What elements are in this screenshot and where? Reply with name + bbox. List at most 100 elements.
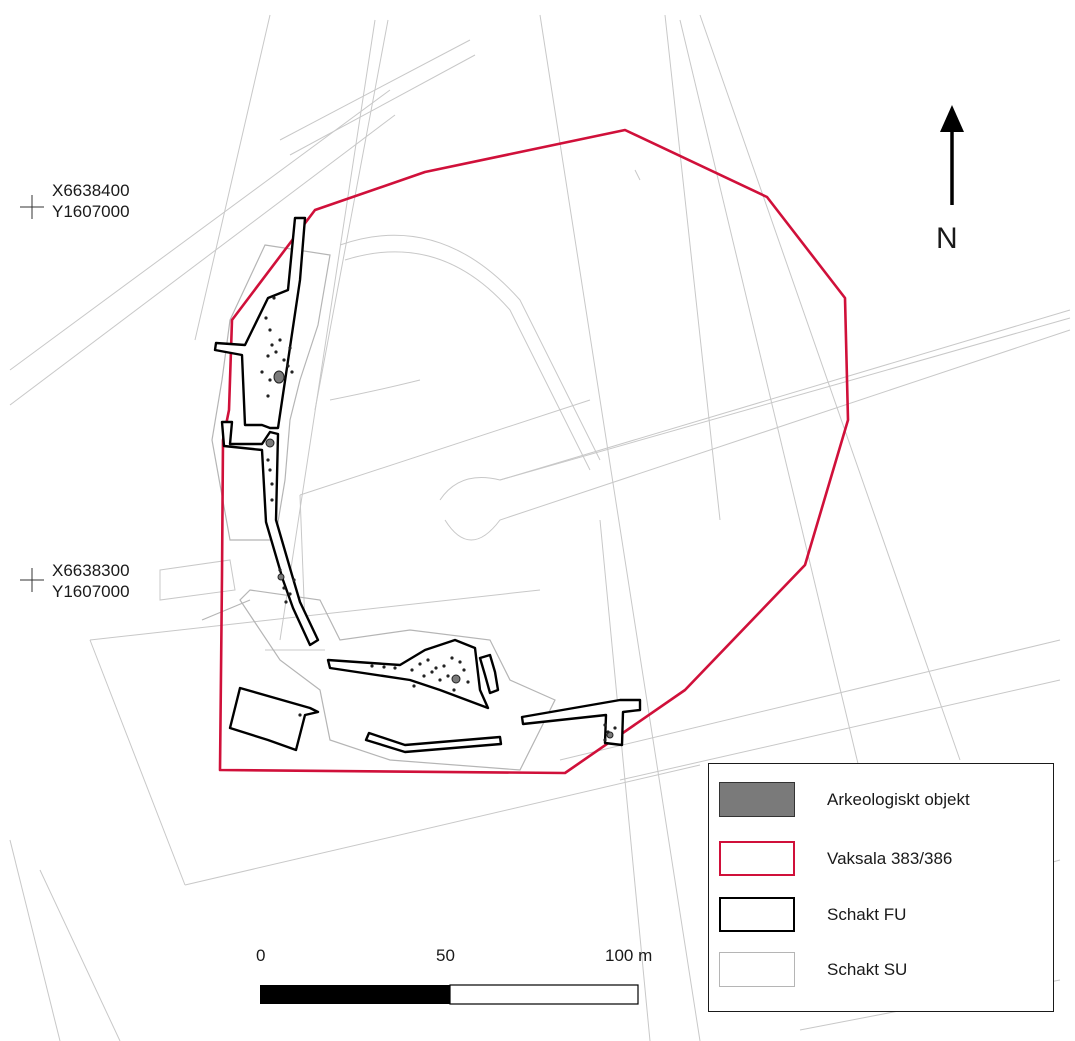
object-dot: [410, 668, 414, 672]
road-line: [289, 54, 476, 156]
road-line: [89, 589, 541, 641]
road-line: [339, 234, 601, 461]
object-dot: [382, 665, 386, 669]
coord-label-north: X6638400 Y1607000: [52, 180, 130, 222]
object-dot: [282, 358, 286, 362]
object-dot: [606, 730, 610, 734]
legend-swatch-boundary: [719, 841, 795, 876]
object-dot: [268, 378, 272, 382]
legend-label: Arkeologiskt objekt: [827, 790, 970, 809]
object-dot: [278, 568, 282, 572]
vaksala-boundary: [218, 128, 850, 775]
object-dot: [438, 678, 442, 682]
object-dot: [266, 394, 270, 398]
object-dot: [446, 674, 450, 678]
object-dot: [450, 656, 454, 660]
scale-bar-segment-dark: [260, 985, 450, 1004]
road-line: [344, 251, 591, 471]
road-line: [619, 679, 1061, 781]
coord-x: X6638400: [52, 181, 130, 200]
object-dot: [270, 498, 274, 502]
object-dot: [288, 346, 292, 350]
object-dot: [284, 600, 288, 604]
trench-fu: [520, 698, 642, 747]
legend-item-object: Arkeologiskt objekt: [719, 782, 1039, 818]
object-dot: [434, 666, 438, 670]
object-dot: [462, 668, 466, 672]
coord-label-south: X6638300 Y1607000: [52, 560, 130, 602]
road-line: [314, 19, 389, 411]
north-label: N: [936, 222, 958, 255]
legend-swatch-object: [719, 782, 795, 817]
road-line: [599, 519, 651, 1041]
object-dot: [264, 316, 268, 320]
scale-label-50: 50: [436, 946, 455, 965]
object-dot: [268, 328, 272, 332]
coord-cross-icon: [20, 568, 44, 592]
object-dot: [260, 370, 264, 374]
trenches-su: [201, 244, 556, 771]
coord-y: Y1607000: [52, 202, 130, 221]
road-line: [499, 317, 1071, 481]
legend-label: Schakt SU: [827, 960, 908, 979]
road-line: [444, 329, 1071, 541]
object-dot: [422, 674, 426, 678]
object-dot: [418, 662, 422, 666]
object-dot: [270, 343, 274, 347]
object-dot: [370, 664, 374, 668]
legend-item-fu: Schakt FU: [719, 897, 1039, 933]
object-feature: [265, 438, 275, 448]
scale-bar: [260, 984, 639, 1005]
north-arrow-icon: [940, 105, 964, 205]
road-line: [439, 309, 1071, 501]
legend-label: Schakt FU: [827, 905, 907, 924]
trench-fu: [220, 420, 320, 647]
road-line: [194, 14, 271, 341]
road-line: [9, 114, 396, 406]
road-line: [664, 14, 721, 521]
trench-fu: [228, 686, 320, 752]
object-dot: [266, 458, 270, 462]
object-feature: [277, 573, 285, 581]
road-line: [299, 399, 591, 496]
road-line: [279, 19, 376, 641]
object-dot: [603, 723, 607, 727]
object-feature: [451, 674, 461, 684]
trench-fu: [364, 731, 503, 754]
object-dot: [412, 684, 416, 688]
object-dot: [613, 726, 617, 730]
object-dot: [452, 688, 456, 692]
trench-fu: [478, 653, 500, 695]
road-line: [89, 639, 186, 886]
coord-y: Y1607000: [52, 582, 130, 601]
object-dots: [260, 296, 617, 742]
road-line: [559, 639, 1061, 761]
road-line: [329, 379, 421, 401]
object-dot: [292, 578, 296, 582]
coord-cross-icon: [20, 195, 44, 219]
object-dot: [274, 350, 278, 354]
legend-swatch-fu: [719, 897, 795, 932]
object-dot: [272, 296, 276, 300]
object-feature: [273, 370, 285, 384]
road-line: [539, 14, 701, 1041]
coord-x: X6638300: [52, 561, 130, 580]
object-dot: [268, 468, 272, 472]
legend-swatch-su: [719, 952, 795, 987]
road-line: [634, 169, 641, 181]
object-dot: [298, 713, 302, 717]
trenches-fu: [213, 216, 642, 754]
coord-crosses: [20, 195, 44, 592]
road-line: [9, 839, 61, 1041]
trench-su: [211, 244, 331, 541]
object-dot: [603, 738, 607, 742]
road-line: [299, 494, 306, 626]
scale-label-100: 100 m: [605, 946, 653, 965]
road-line: [9, 89, 391, 371]
trench-fu: [326, 638, 490, 710]
road-line: [699, 14, 961, 761]
road-line: [184, 764, 701, 886]
object-dot: [442, 664, 446, 668]
legend: Arkeologiskt objekt Vaksala 383/386 Scha…: [708, 763, 1054, 1012]
